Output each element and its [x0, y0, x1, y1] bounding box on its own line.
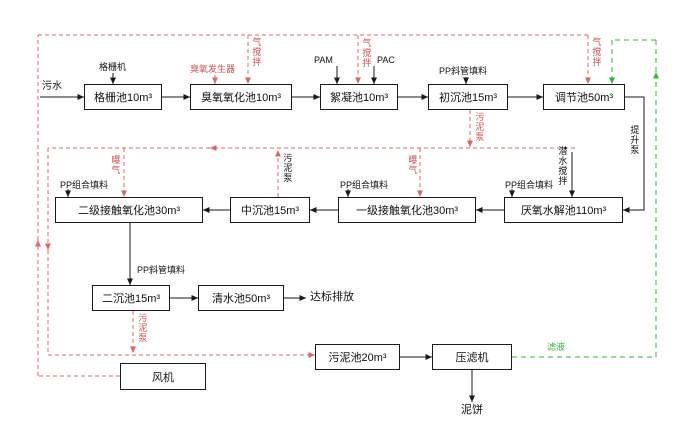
submersible-mixer-label: 潜水搅拌 — [557, 146, 568, 186]
node-sludge-pool: 污泥池20m³ — [315, 344, 400, 370]
aeration-label-ox2: 曝气 — [110, 155, 121, 175]
grid-machine-label: 格栅机 — [99, 62, 127, 72]
filtrate-label: 滤液 — [547, 342, 566, 352]
ozone-generator-label: 臭氧发生器 — [190, 64, 236, 74]
node-primary-sed-pool: 初沉池15m³ — [428, 84, 508, 110]
pp-combined-filler-label-anaerobic: PP组合填料 — [505, 180, 554, 190]
standard-discharge-label: 达标排放 — [310, 291, 354, 303]
lift-pump-label: 提升泵 — [629, 125, 640, 155]
pp-combined-filler-label-ox1: PP组合填料 — [340, 180, 389, 190]
air-stir-label-regulating: 气搅拌 — [591, 37, 602, 67]
main-flow-lines — [40, 66, 645, 402]
sludge-cake-label: 泥饼 — [461, 404, 483, 416]
node-mid-sed-pool: 中沉池15m³ — [230, 197, 310, 223]
pam-label: PAM — [314, 55, 333, 65]
aeration-label-ox1: 曝气 — [407, 155, 418, 175]
pp-inclined-filler-label-secondary: PP斜管填料 — [137, 265, 186, 275]
node-oxidation-pool-1: 一级接触氧化池30m³ — [338, 197, 476, 223]
air-and-sludge-lines — [35, 34, 591, 377]
sludge-pump-label-secondary: 污泥泵 — [137, 313, 148, 343]
node-secondary-sed-pool: 二沉池15m³ — [92, 285, 170, 311]
air-stir-label-ozone: 气搅拌 — [251, 37, 262, 67]
sludge-pump-label-mid: 污泥泵 — [282, 153, 293, 183]
node-ozone-pool: 臭氧氧化池10m³ — [190, 84, 292, 110]
influent-label: 污水 — [42, 81, 62, 92]
node-filter-press: 压滤机 — [432, 344, 512, 370]
pp-combined-filler-label-ox2: PP组合填料 — [60, 180, 109, 190]
node-clear-pool: 清水池50m³ — [198, 285, 284, 311]
node-regulating-pool: 调节池50m³ — [543, 84, 625, 110]
sludge-pump-label-primary: 污泥泵 — [474, 112, 485, 142]
pac-label: PAC — [377, 55, 395, 65]
filtrate-line — [512, 39, 659, 358]
node-fan: 风机 — [120, 363, 206, 390]
node-anaerobic-pool: 厌氧水解池110m³ — [504, 197, 623, 223]
air-stir-label-floc: 气搅拌 — [361, 38, 372, 68]
node-oxidation-pool-2: 二级接触氧化池30m³ — [55, 197, 203, 223]
node-floc-pool: 絮凝池10m³ — [320, 84, 398, 110]
node-grid-pool: 格栅池10m³ — [84, 84, 162, 110]
pp-inclined-filler-label-primary: PP斜管填料 — [439, 66, 488, 76]
